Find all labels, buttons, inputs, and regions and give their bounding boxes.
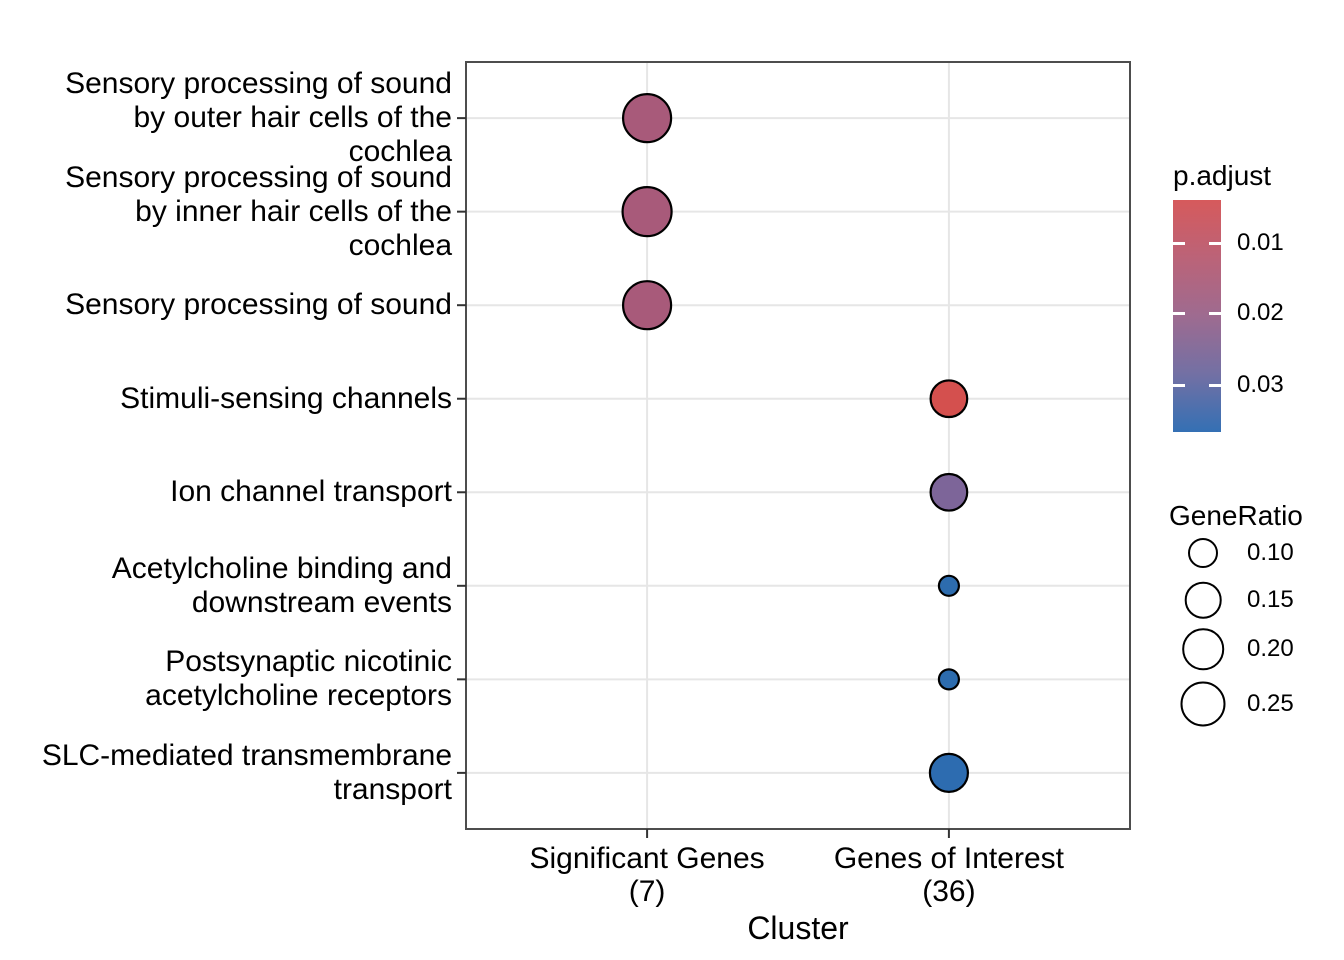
colorbar-tick-label: 0.01: [1237, 229, 1284, 256]
size-legend-circle: [1184, 581, 1222, 619]
colorbar-tick: [1173, 242, 1185, 245]
size-legend-label: 0.10: [1247, 539, 1294, 566]
panel-background: [466, 62, 1130, 829]
colorbar-tick-label: 0.03: [1237, 371, 1284, 398]
colorbar-tick: [1209, 242, 1221, 245]
size-legend-circle: [1182, 628, 1224, 670]
data-point: [929, 472, 969, 512]
size-legend-title: GeneRatio: [1169, 500, 1303, 531]
size-legend-circle: [1180, 681, 1226, 727]
x-axis-label: Significant Genes(7): [529, 842, 765, 908]
colorbar-tick: [1209, 312, 1221, 315]
colorbar-tick: [1173, 384, 1185, 387]
data-point: [621, 186, 673, 238]
x-axis-label: Genes of Interest(36): [833, 842, 1064, 908]
colorbar-tick-label: 0.02: [1237, 299, 1284, 326]
size-legend-label: 0.25: [1247, 690, 1294, 717]
colorbar-tick: [1209, 384, 1221, 387]
data-point: [621, 280, 673, 331]
data-point: [621, 93, 673, 144]
y-axis-label: Sensory processing of sound: [65, 288, 452, 322]
size-legend-label: 0.15: [1247, 586, 1294, 613]
size-legend-circle: [1188, 538, 1218, 568]
color-legend-title: p.adjust: [1173, 160, 1272, 191]
data-point: [929, 379, 969, 419]
data-point: [937, 668, 961, 691]
panel-border: [465, 61, 1131, 830]
colorbar-tick: [1173, 312, 1185, 315]
colorbar-gradient: [1173, 200, 1221, 432]
y-axis-label: Stimuli-sensing channels: [120, 381, 452, 415]
size-legend-label: 0.20: [1247, 635, 1294, 662]
y-axis-label: Ion channel transport: [170, 475, 452, 509]
data-point: [928, 752, 970, 793]
x-axis-title: Cluster: [747, 910, 849, 946]
data-point: [937, 574, 961, 597]
